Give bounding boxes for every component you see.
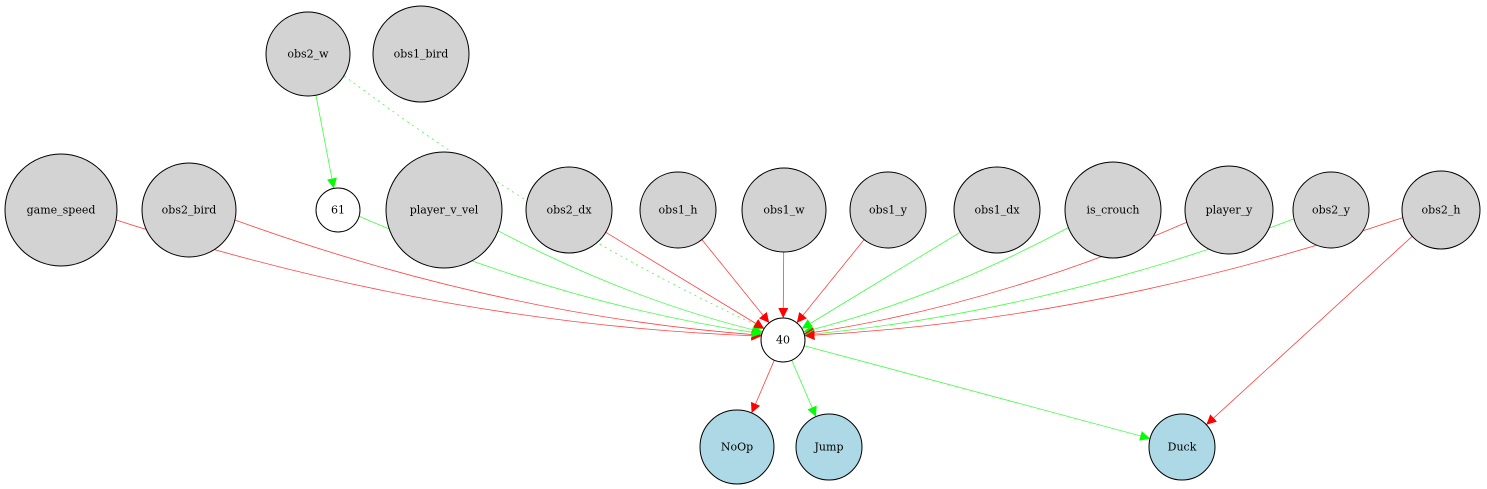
node-n40: 40: [760, 317, 806, 363]
node-label-obs1_h: obs1_h: [659, 204, 698, 217]
node-label-game_speed: game_speed: [27, 204, 96, 217]
node-label-obs1_w: obs1_w: [763, 204, 805, 217]
edge-obs2_w-to-n61: [315, 95, 337, 189]
node-player_y: player_y: [1184, 165, 1274, 255]
node-label-obs2_w: obs2_w: [287, 48, 329, 61]
node-Duck: Duck: [1148, 413, 1216, 481]
node-circle-game_speed: [4, 153, 118, 267]
node-obs1_w: obs1_w: [741, 167, 827, 253]
node-obs2_dx: obs2_dx: [525, 166, 613, 254]
edge-is_crouch-to-n40: [803, 227, 1069, 335]
edge-player_v_vel-to-n40: [498, 230, 763, 335]
node-circle-obs2_h: [1401, 170, 1481, 250]
node-label-obs1_dx: obs1_dx: [974, 204, 1020, 217]
edge-obs2_h-to-Duck: [1206, 236, 1413, 425]
node-label-obs2_dx: obs2_dx: [546, 204, 592, 217]
node-label-obs2_h: obs2_h: [1422, 204, 1461, 217]
node-circle-n40: [760, 317, 806, 363]
node-label-is_crouch: is_crouch: [1086, 204, 1139, 217]
node-label-Jump: Jump: [814, 441, 844, 454]
node-circle-obs2_dx: [525, 166, 613, 254]
node-circle-obs1_dx: [953, 166, 1041, 254]
node-circle-obs1_bird: [372, 5, 470, 103]
node-is_crouch: is_crouch: [1064, 161, 1162, 259]
node-circle-obs1_y: [849, 171, 927, 249]
edge-obs1_h-to-n40: [701, 239, 770, 324]
node-circle-obs2_y: [1292, 171, 1370, 249]
node-layer: obs2_w obs1_bird game_speed obs2_bird 61 play…: [4, 5, 1481, 485]
edge-n40-to-NoOp: [750, 360, 775, 414]
node-Jump: Jump: [795, 413, 863, 481]
node-label-obs1_y: obs1_y: [869, 204, 908, 217]
edge-layer: [115, 75, 1413, 441]
node-circle-n61: [315, 187, 361, 233]
node-obs2_h: obs2_h: [1401, 170, 1481, 250]
node-obs1_h: obs1_h: [639, 171, 717, 249]
node-game_speed: game_speed: [4, 153, 118, 267]
node-circle-obs1_h: [639, 171, 717, 249]
node-obs2_bird: obs2_bird: [141, 162, 237, 258]
node-circle-Jump: [795, 413, 863, 481]
node-label-n40: 40: [776, 334, 790, 347]
edge-obs2_dx-to-n40: [605, 231, 765, 329]
edge-n40-to-Jump: [791, 360, 817, 417]
edge-obs1_dx-to-n40: [801, 231, 961, 329]
node-obs2_y: obs2_y: [1292, 171, 1370, 249]
node-circle-NoOp: [699, 409, 775, 485]
node-obs2_w: obs2_w: [265, 11, 351, 97]
node-circle-obs2_w: [265, 11, 351, 97]
edge-obs2_bird-to-n40: [234, 219, 762, 340]
node-circle-player_v_vel: [385, 151, 503, 269]
edge-obs1_w-to-n40: [778, 251, 789, 319]
node-circle-obs2_bird: [141, 162, 237, 258]
node-circle-player_y: [1184, 165, 1274, 255]
node-label-n61: 61: [331, 204, 345, 217]
node-circle-obs1_w: [741, 167, 827, 253]
node-circle-is_crouch: [1064, 161, 1162, 259]
node-label-player_y: player_y: [1206, 204, 1254, 217]
node-NoOp: NoOp: [699, 409, 775, 485]
node-label-NoOp: NoOp: [721, 441, 753, 454]
node-obs1_y: obs1_y: [849, 171, 927, 249]
edge-obs1_y-to-n40: [796, 239, 865, 324]
node-player_v_vel: player_v_vel: [385, 151, 503, 269]
node-n61: 61: [315, 187, 361, 233]
node-label-Duck: Duck: [1168, 441, 1197, 454]
node-obs1_bird: obs1_bird: [372, 5, 470, 103]
edge-n40-to-Duck: [804, 345, 1151, 441]
node-circle-Duck: [1148, 413, 1216, 481]
node-label-player_v_vel: player_v_vel: [410, 204, 479, 217]
node-label-obs2_y: obs2_y: [1312, 204, 1351, 217]
node-label-obs2_bird: obs2_bird: [162, 204, 217, 217]
node-label-obs1_bird: obs1_bird: [394, 48, 449, 61]
node-obs1_dx: obs1_dx: [953, 166, 1041, 254]
